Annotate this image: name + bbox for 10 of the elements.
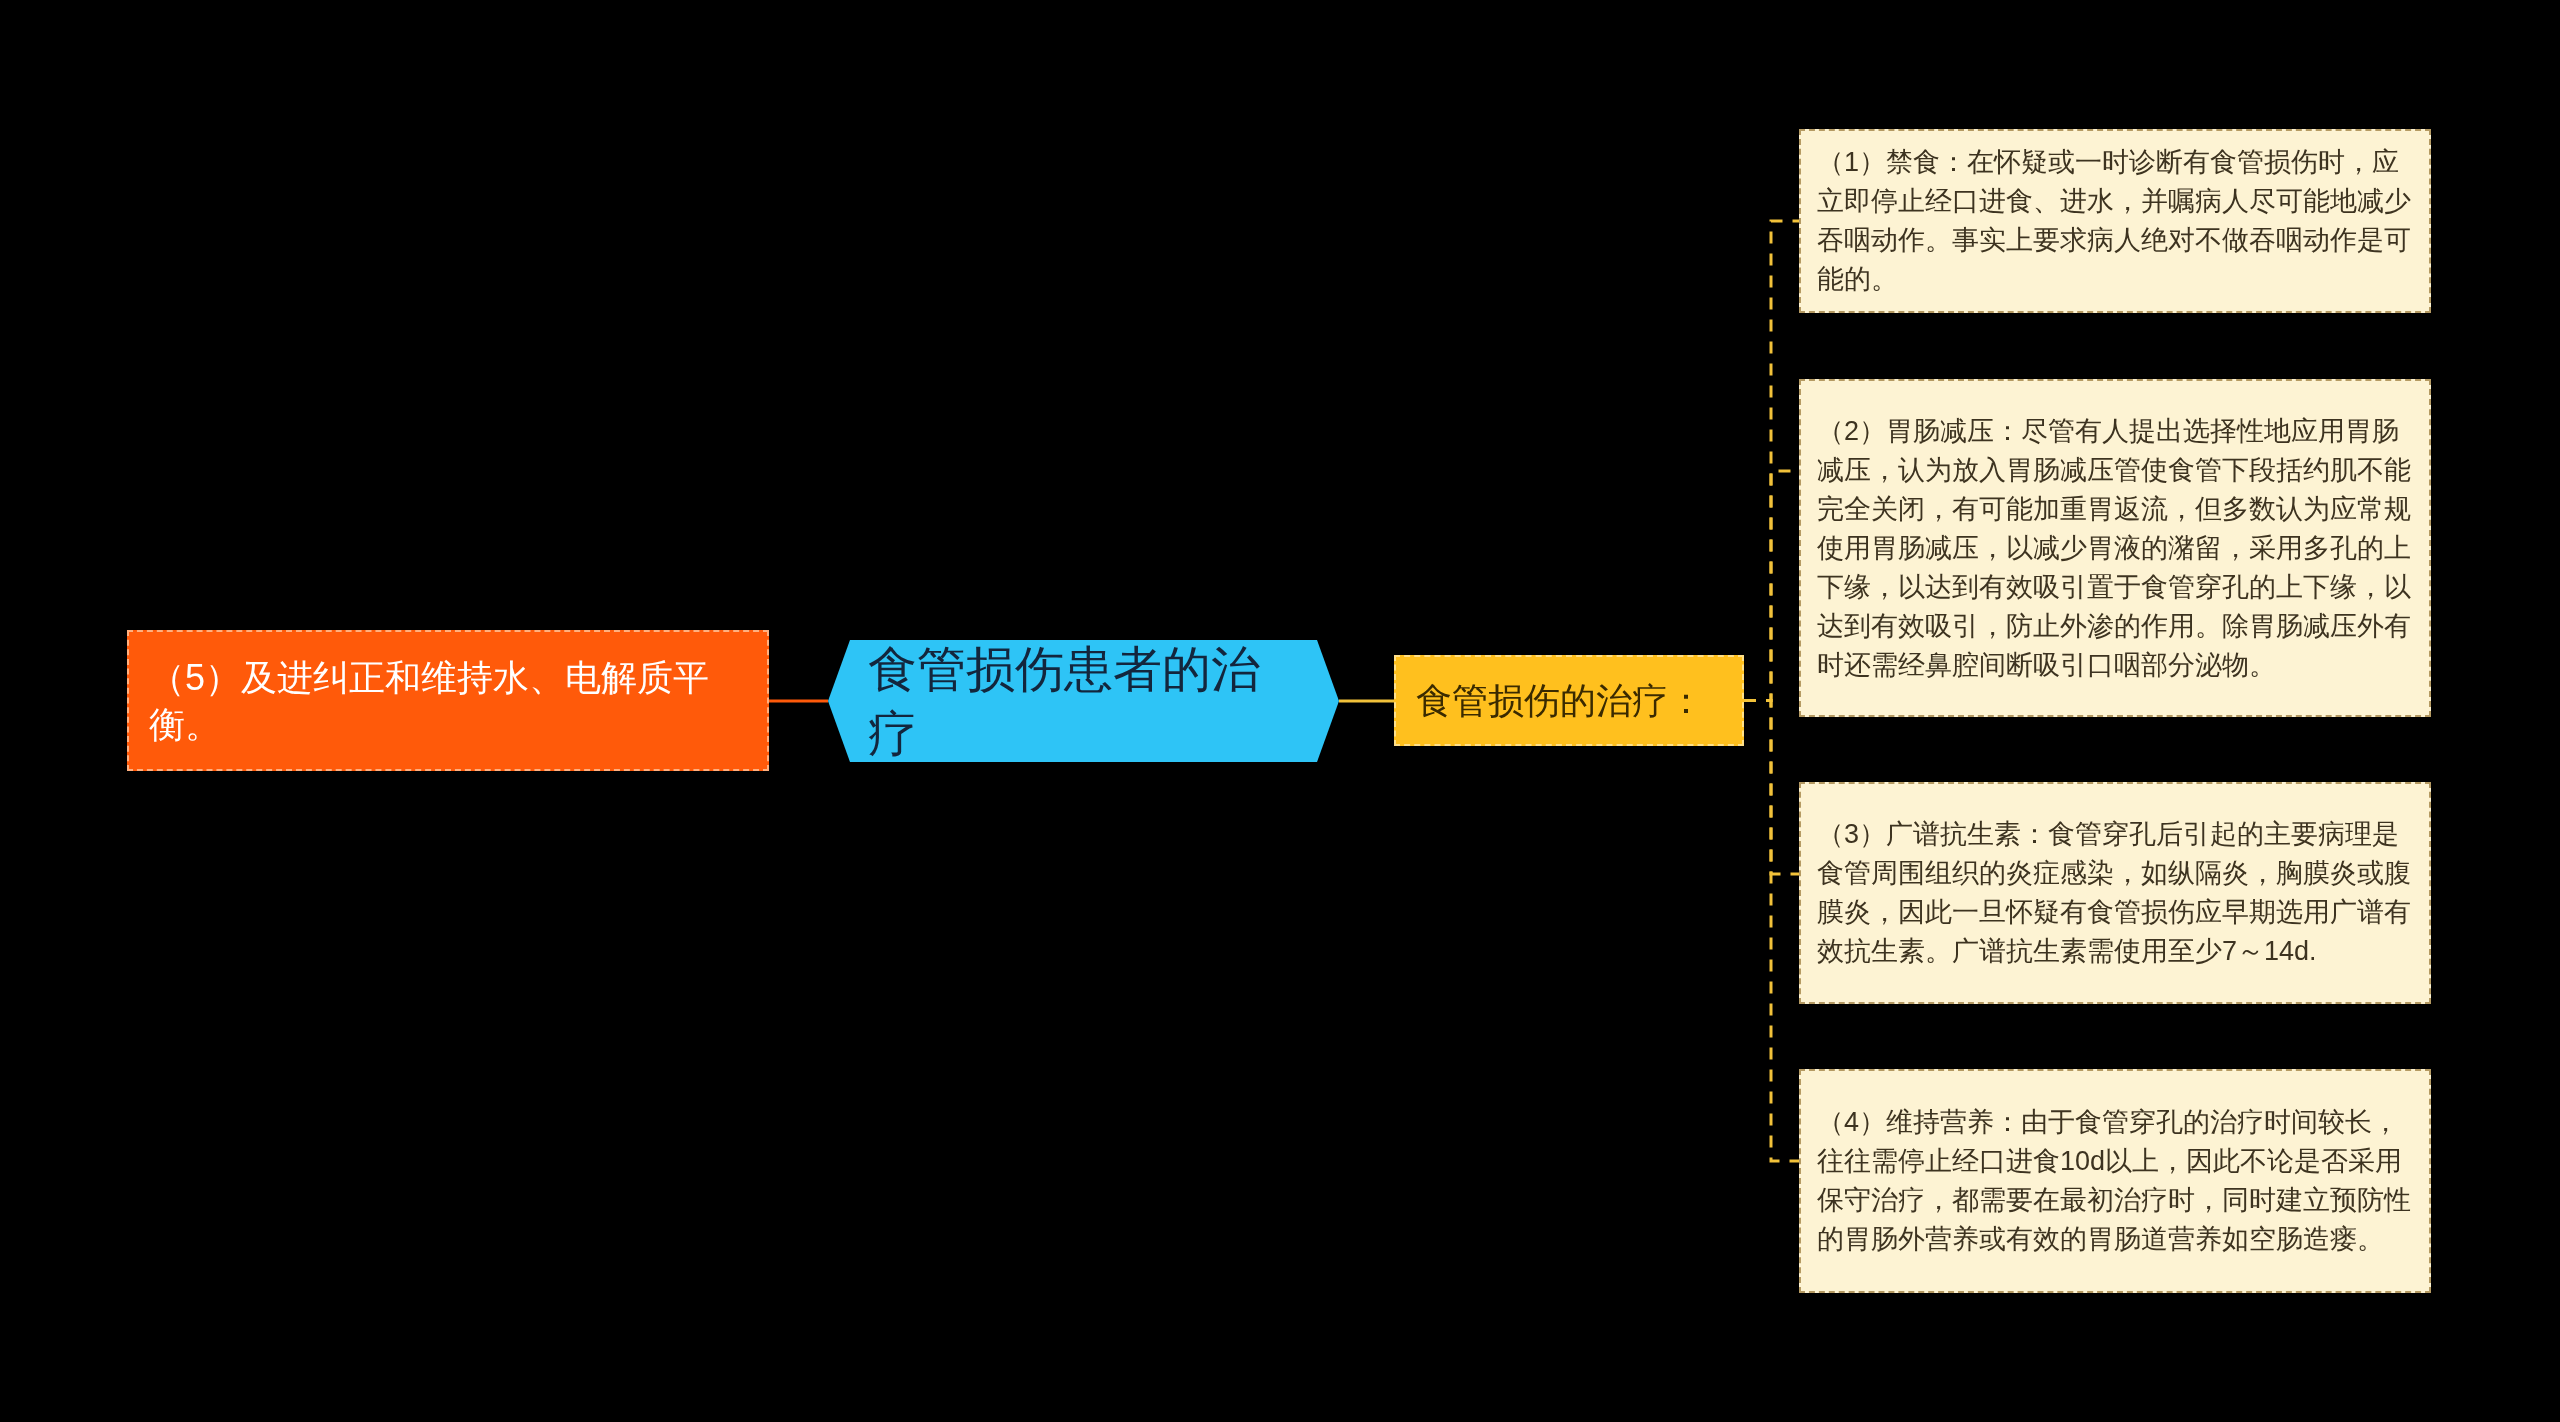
branch-box: 食管损伤的治疗： xyxy=(1394,655,1744,746)
text-box: （4）维持营养：由于食管穿孔的治疗时间较长，往往需停止经口进食10d以上，因此不论是否采用保守治疗，都需要在最初治疗时，同时建立预防性的胃肠外营养或有效的胃肠道营养如空肠造瘘。 xyxy=(1799,1069,2431,1293)
connector-line xyxy=(769,699,828,703)
text-box: （2）胃肠减压：尽管有人提出选择性地应用胃肠减压，认为放入胃肠减压管使食管下段括约肌不能完全关闭，有可能加重胃返流，但多数认为应常规使用胃肠减压，以减少胃液的潴留，采用多孔的上下缘，以达到有效吸引置于食管穿孔的上下缘，以达到有效吸引，防止外渗的作用。除胃肠减压外有时还需经鼻腔间断吸引口咽部分泌物。 xyxy=(1799,379,2431,717)
connector-line xyxy=(1744,699,1799,1163)
text-box: （3）广谱抗生素：食管穿孔后引起的主要病理是食管周围组织的炎症感染，如纵隔炎，胸膜炎或腹膜炎，因此一旦怀疑有食管损伤应早期选用广谱有效抗生素。广谱抗生素需使用至少7～14d. xyxy=(1799,782,2431,1004)
branch-box: （5）及进纠正和维持水、电解质平衡。 xyxy=(127,630,769,771)
topic-hexagon: 食管损伤患者的治疗 xyxy=(828,640,1339,762)
connector-line xyxy=(1339,699,1394,703)
text-box: （1）禁食：在怀疑或一时诊断有食管损伤时，应立即停止经口进食、进水，并嘱病人尽可能地减少吞咽动作。事实上要求病人绝对不做吞咽动作是可能的。 xyxy=(1799,129,2431,313)
